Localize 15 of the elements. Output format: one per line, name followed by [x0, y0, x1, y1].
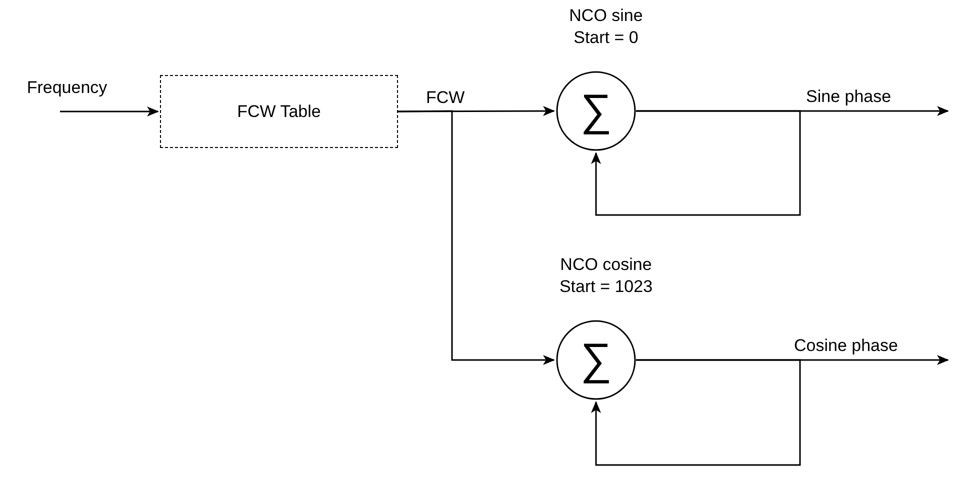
sum-symbol: ∑ [580, 86, 612, 136]
node-caption: NCO cosine Start = 1023 [558, 254, 654, 298]
node-caption: NCO sine Start = 0 [568, 5, 644, 49]
edge-label: Cosine phase [794, 336, 898, 356]
process-box [160, 75, 398, 148]
sum-symbol: ∑ [580, 335, 612, 385]
arrow [398, 110, 555, 365]
arrow [591, 110, 801, 216]
summation-circle [556, 71, 636, 151]
edge-label: Sine phase [806, 87, 892, 107]
arrow [60, 106, 159, 116]
node-label: Frequency [26, 78, 108, 98]
summation-circle [556, 320, 636, 400]
arrow [591, 359, 801, 466]
node-label: FCW Table [237, 102, 321, 122]
